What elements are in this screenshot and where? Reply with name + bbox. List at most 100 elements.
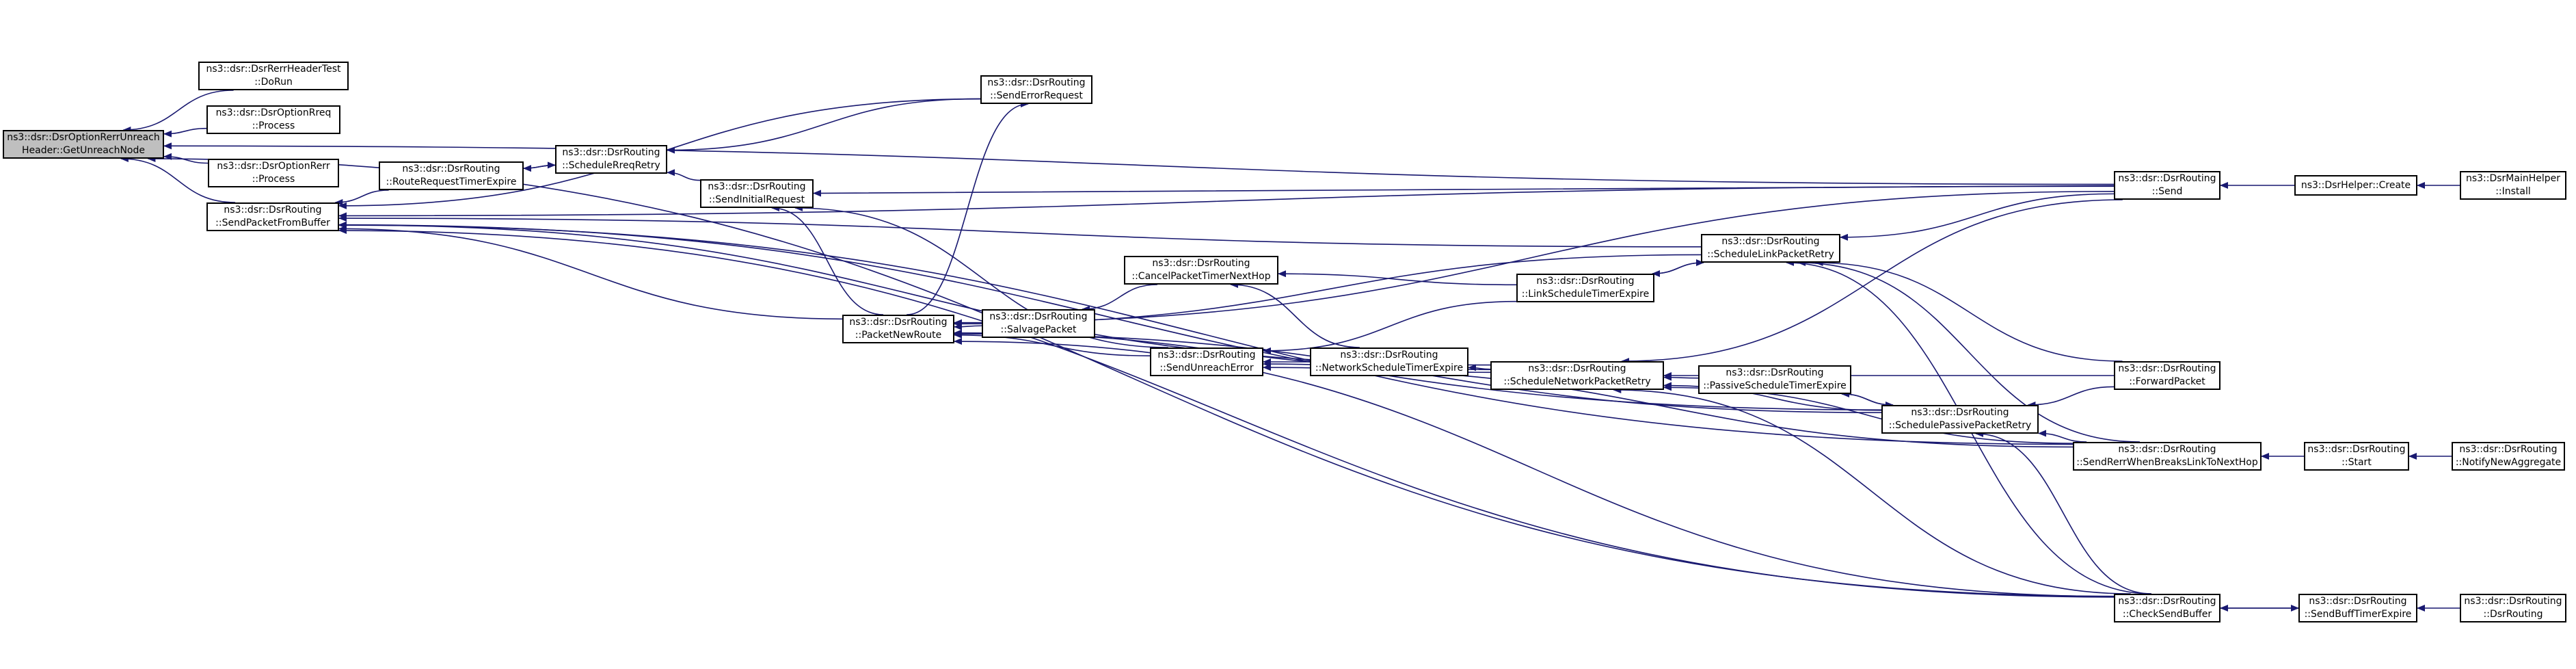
- node-create-line1: ns3::DsrHelper::Create: [2300, 179, 2411, 191]
- node-schedpass-line1: ns3::dsr::DsrRouting: [1911, 407, 2009, 418]
- edge-checkbuf-to-schednet: [1613, 386, 2131, 594]
- node-schedrreq[interactable]: ns3::dsr::DsrRouting ::ScheduleRreqRetry: [555, 145, 667, 174]
- node-passsched-line2: ::PassiveScheduleTimerExpire: [1703, 380, 1847, 391]
- edge-schedlink-to-sendpkt: [338, 215, 1702, 248]
- node-salvage-line2: ::SalvagePacket: [1000, 324, 1077, 335]
- edge-salvage-to-pktnew: [954, 323, 982, 330]
- node-senderr[interactable]: ns3::dsr::DsrRouting ::SendErrorRequest: [980, 75, 1092, 104]
- edge-forward-to-schedlink: [1814, 259, 2123, 362]
- node-buftimer-line2: ::SendBuffTimerExpire: [2304, 609, 2412, 620]
- node-sendrerr-line1: ns3::dsr::DsrRouting: [2118, 444, 2216, 455]
- edge-send-to-sendinit: [813, 185, 2115, 197]
- edge-rreqproc-to-getunreach: [163, 127, 207, 137]
- node-start[interactable]: ns3::dsr::DsrRouting ::Start: [2304, 442, 2409, 471]
- node-unreach-line2: ::SendUnreachError: [1159, 363, 1254, 373]
- edge-send-to-pktnew: [954, 191, 2115, 326]
- node-checkbuf-line2: ::CheckSendBuffer: [2122, 609, 2212, 620]
- node-cancel[interactable]: ns3::dsr::DsrRouting ::CancelPacketTimer…: [1124, 256, 1278, 285]
- node-schedpass[interactable]: ns3::dsr::DsrRouting ::SchedulePassivePa…: [1881, 405, 2039, 434]
- node-pktnew-line2: ::PacketNewRoute: [855, 330, 942, 341]
- node-linksched-line1: ns3::dsr::DsrRouting: [1536, 276, 1635, 287]
- node-sendinit-line1: ns3::dsr::DsrRouting: [708, 181, 806, 192]
- node-create[interactable]: ns3::DsrHelper::Create: [2294, 175, 2417, 196]
- node-schednet[interactable]: ns3::dsr::DsrRouting ::ScheduleNetworkPa…: [1490, 361, 1664, 390]
- node-rreqtimer-line2: ::RouteRequestTimerExpire: [386, 176, 517, 187]
- node-getunreach[interactable]: ns3::dsr::DsrOptionRerrUnreach Header::G…: [3, 130, 164, 159]
- edge-senderr-to-schedrreq: [667, 98, 981, 154]
- edge-rerrtest-to-getunreach: [122, 90, 234, 133]
- node-notify[interactable]: ns3::dsr::DsrRouting ::NotifyNewAggregat…: [2452, 442, 2565, 471]
- edge-unreach-to-sendinit: [794, 205, 1168, 348]
- node-rerrtest-line1: ns3::dsr::DsrRerrHeaderTest: [206, 64, 341, 75]
- node-rreqproc-line1: ns3::dsr::DsrOptionRreq: [215, 107, 332, 118]
- node-unreach[interactable]: ns3::dsr::DsrRouting ::SendUnreachError: [1150, 347, 1263, 376]
- node-checkbuf-line1: ns3::dsr::DsrRouting: [2118, 596, 2216, 607]
- node-schedpass-line2: ::SchedulePassivePacketRetry: [1888, 420, 2032, 431]
- node-netsched-line1: ns3::dsr::DsrRouting: [1340, 350, 1438, 360]
- edge-send-to-schedlink: [1840, 193, 2115, 241]
- node-send[interactable]: ns3::dsr::DsrRouting ::Send: [2114, 171, 2221, 200]
- node-sendinit-line2: ::SendInitialRequest: [708, 194, 805, 205]
- edge-rreqtimer-to-sendpkt: [334, 189, 389, 206]
- edge-send-to-schednet: [1621, 199, 2123, 365]
- node-schedlink[interactable]: ns3::dsr::DsrRouting ::ScheduleLinkPacke…: [1701, 234, 1840, 263]
- edge-forward-to-schedpass: [2027, 386, 2115, 408]
- edge-checkbuf-to-sendpkt: [338, 227, 2115, 598]
- node-rerrproc-line2: ::Process: [252, 174, 295, 185]
- edge-pktnew-to-sendpkt: [338, 225, 843, 320]
- node-passsched-line1: ns3::dsr::DsrRouting: [1726, 367, 1824, 378]
- node-install[interactable]: ns3::DsrMainHelper ::Install: [2460, 171, 2566, 200]
- node-rerrproc-line1: ns3::dsr::DsrOptionRerr: [217, 161, 330, 172]
- edge-passsched-to-schedpass: [1842, 393, 1894, 408]
- edge-linksched-to-unreach: [1263, 300, 1517, 354]
- node-rreqtimer[interactable]: ns3::dsr::DsrRouting ::RouteRequestTimer…: [379, 161, 524, 190]
- node-forward[interactable]: ns3::dsr::DsrRouting ::ForwardPacket: [2114, 361, 2221, 390]
- node-sendinit[interactable]: ns3::dsr::DsrRouting ::SendInitialReques…: [700, 179, 814, 208]
- node-rreqproc[interactable]: ns3::dsr::DsrOptionRreq ::Process: [206, 105, 340, 134]
- node-passsched[interactable]: ns3::dsr::DsrRouting ::PassiveScheduleTi…: [1698, 365, 1851, 394]
- node-getunreach-line2: Header::GetUnreachNode: [22, 145, 145, 156]
- edge-pktnew-to-sendinit: [770, 205, 884, 315]
- node-sendrerr-line2: ::SendRerrWhenBreaksLinkToNextHop: [2076, 457, 2258, 468]
- edge-netsched-to-cancel: [1230, 281, 1360, 348]
- node-schednet-line2: ::ScheduleNetworkPacketRetry: [1503, 376, 1651, 387]
- edge-linksched-to-cancel: [1278, 270, 1517, 286]
- edge-rerrproc-to-getunreach: [163, 153, 209, 164]
- node-start-line2: ::Start: [2342, 457, 2372, 468]
- edge-sendrerr-to-schedpass: [2038, 430, 2087, 443]
- node-schedlink-line1: ns3::dsr::DsrRouting: [1721, 236, 1820, 247]
- node-send-line2: ::Send: [2151, 186, 2183, 197]
- edge-sendinit-to-schedrreq: [667, 169, 701, 181]
- node-salvage[interactable]: ns3::dsr::DsrRouting ::SalvagePacket: [982, 309, 1095, 338]
- node-rerrproc[interactable]: ns3::dsr::DsrOptionRerr ::Process: [208, 159, 339, 187]
- node-forward-line2: ::ForwardPacket: [2129, 376, 2205, 387]
- node-rerrtest-line2: ::DoRun: [254, 77, 293, 88]
- node-ctor-line1: ns3::dsr::DsrRouting: [2464, 596, 2562, 607]
- edge-schednet-to-netsched: [1468, 364, 1491, 371]
- node-ctor[interactable]: ns3::dsr::DsrRouting ::DsrRouting: [2460, 594, 2566, 622]
- node-sendpkt-line2: ::SendPacketFromBuffer: [215, 218, 330, 228]
- edge-rreqtimer-to-schedrreq: [523, 161, 556, 169]
- edge-sendrerr-to-schedlink: [1797, 259, 2140, 443]
- node-install-line2: ::Install: [2495, 186, 2531, 197]
- node-schedrreq-line2: ::ScheduleRreqRetry: [562, 160, 660, 171]
- node-install-line1: ns3::DsrMainHelper: [2465, 173, 2561, 184]
- node-forward-line1: ns3::dsr::DsrRouting: [2118, 363, 2216, 374]
- edge-sendpkt-to-getunreach: [120, 155, 236, 203]
- node-send-line1: ns3::dsr::DsrRouting: [2118, 173, 2216, 184]
- node-notify-line1: ns3::dsr::DsrRouting: [2459, 444, 2558, 455]
- node-checkbuf[interactable]: ns3::dsr::DsrRouting ::CheckSendBuffer: [2114, 594, 2221, 622]
- edge-linksched-to-schedlink: [1652, 259, 1704, 274]
- node-pktnew[interactable]: ns3::dsr::DsrRouting ::PacketNewRoute: [842, 315, 954, 343]
- node-netsched[interactable]: ns3::dsr::DsrRouting ::NetworkScheduleTi…: [1310, 347, 1468, 376]
- node-schedrreq-line1: ns3::dsr::DsrRouting: [562, 147, 660, 158]
- node-linksched[interactable]: ns3::dsr::DsrRouting ::LinkScheduleTimer…: [1516, 274, 1654, 302]
- node-senderr-line1: ns3::dsr::DsrRouting: [987, 77, 1086, 88]
- node-schedlink-line2: ::ScheduleLinkPacketRetry: [1707, 249, 1834, 260]
- node-sendrerr[interactable]: ns3::dsr::DsrRouting ::SendRerrWhenBreak…: [2073, 442, 2262, 471]
- edge-schedpass-to-sendpkt: [338, 221, 1882, 411]
- node-buftimer[interactable]: ns3::dsr::DsrRouting ::SendBuffTimerExpi…: [2298, 594, 2417, 622]
- node-rerrtest[interactable]: ns3::dsr::DsrRerrHeaderTest ::DoRun: [198, 62, 349, 90]
- node-sendpkt[interactable]: ns3::dsr::DsrRouting ::SendPacketFromBuf…: [206, 202, 339, 231]
